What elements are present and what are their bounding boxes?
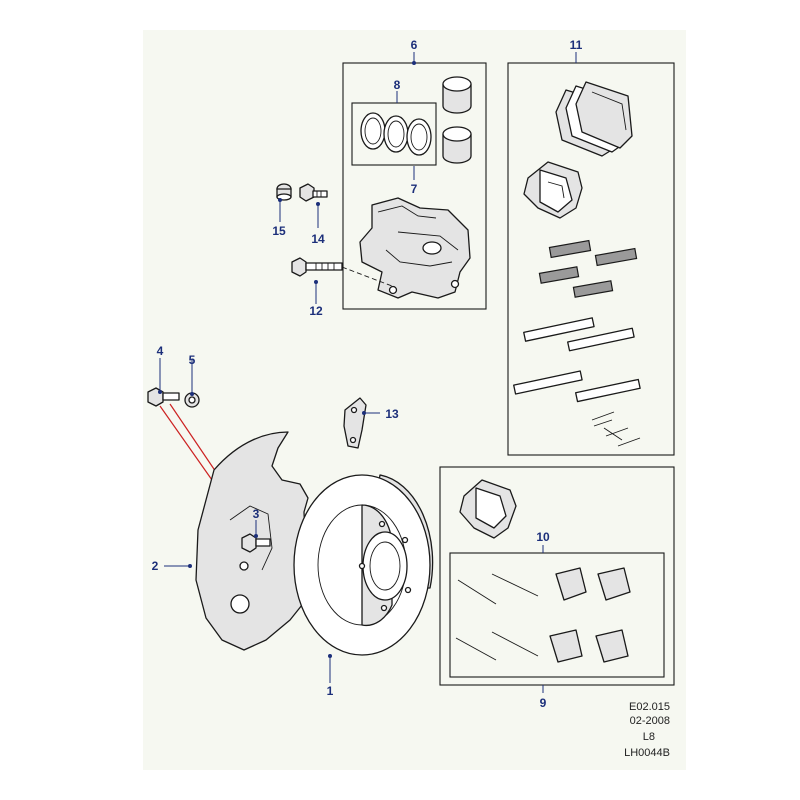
callout-4: 4 (157, 344, 164, 358)
caliper-body (359, 197, 471, 299)
pad-kit-box (507, 62, 675, 456)
pad-kit-pad (523, 161, 583, 219)
callout-8: 8 (394, 78, 401, 92)
seal-kit-box (351, 102, 437, 166)
highlight-line (159, 405, 213, 481)
retaining-clips (591, 411, 641, 447)
highlight-line (169, 403, 221, 479)
callout-2: 2 (152, 559, 159, 573)
shield-bolt-and-washer (147, 387, 200, 408)
callout-10: 10 (536, 530, 550, 544)
reference-line: L8 (643, 731, 655, 743)
brake-pad-set (459, 479, 517, 539)
reference-code: E02.015 (629, 701, 670, 713)
callout-13: 13 (385, 407, 399, 421)
callout-6: 6 (411, 38, 418, 52)
callout-9: 9 (540, 696, 547, 710)
guide-pins (513, 317, 641, 403)
fitting-kit-clips (549, 567, 631, 663)
callout-14: 14 (311, 232, 325, 246)
callout-1: 1 (327, 684, 334, 698)
caliper-bolt (291, 257, 393, 287)
callout-15: 15 (272, 224, 286, 238)
brake-pads-upper (555, 81, 633, 157)
reference-date: 02-2008 (630, 715, 670, 727)
fitting-kit-pins (455, 573, 539, 661)
pad-set-box (439, 466, 675, 686)
reference-drawing-number: LH0044B (624, 747, 670, 759)
shield-screw (241, 533, 271, 553)
leader-lines (159, 52, 577, 693)
callout-12: 12 (309, 304, 323, 318)
brake-disc (293, 474, 434, 656)
callout-5: 5 (189, 353, 196, 367)
caliper-bracket (343, 397, 367, 449)
callout-7: 7 (411, 182, 418, 196)
bleed-screw-and-cap (276, 183, 328, 202)
fitting-kit-box (449, 552, 665, 678)
callout-3: 3 (253, 507, 260, 521)
callout-11: 11 (570, 38, 583, 52)
caliper-pistons (442, 76, 472, 164)
anti-rattle-springs (538, 239, 638, 298)
leader-dots (158, 61, 416, 658)
seal-rings (360, 112, 432, 156)
